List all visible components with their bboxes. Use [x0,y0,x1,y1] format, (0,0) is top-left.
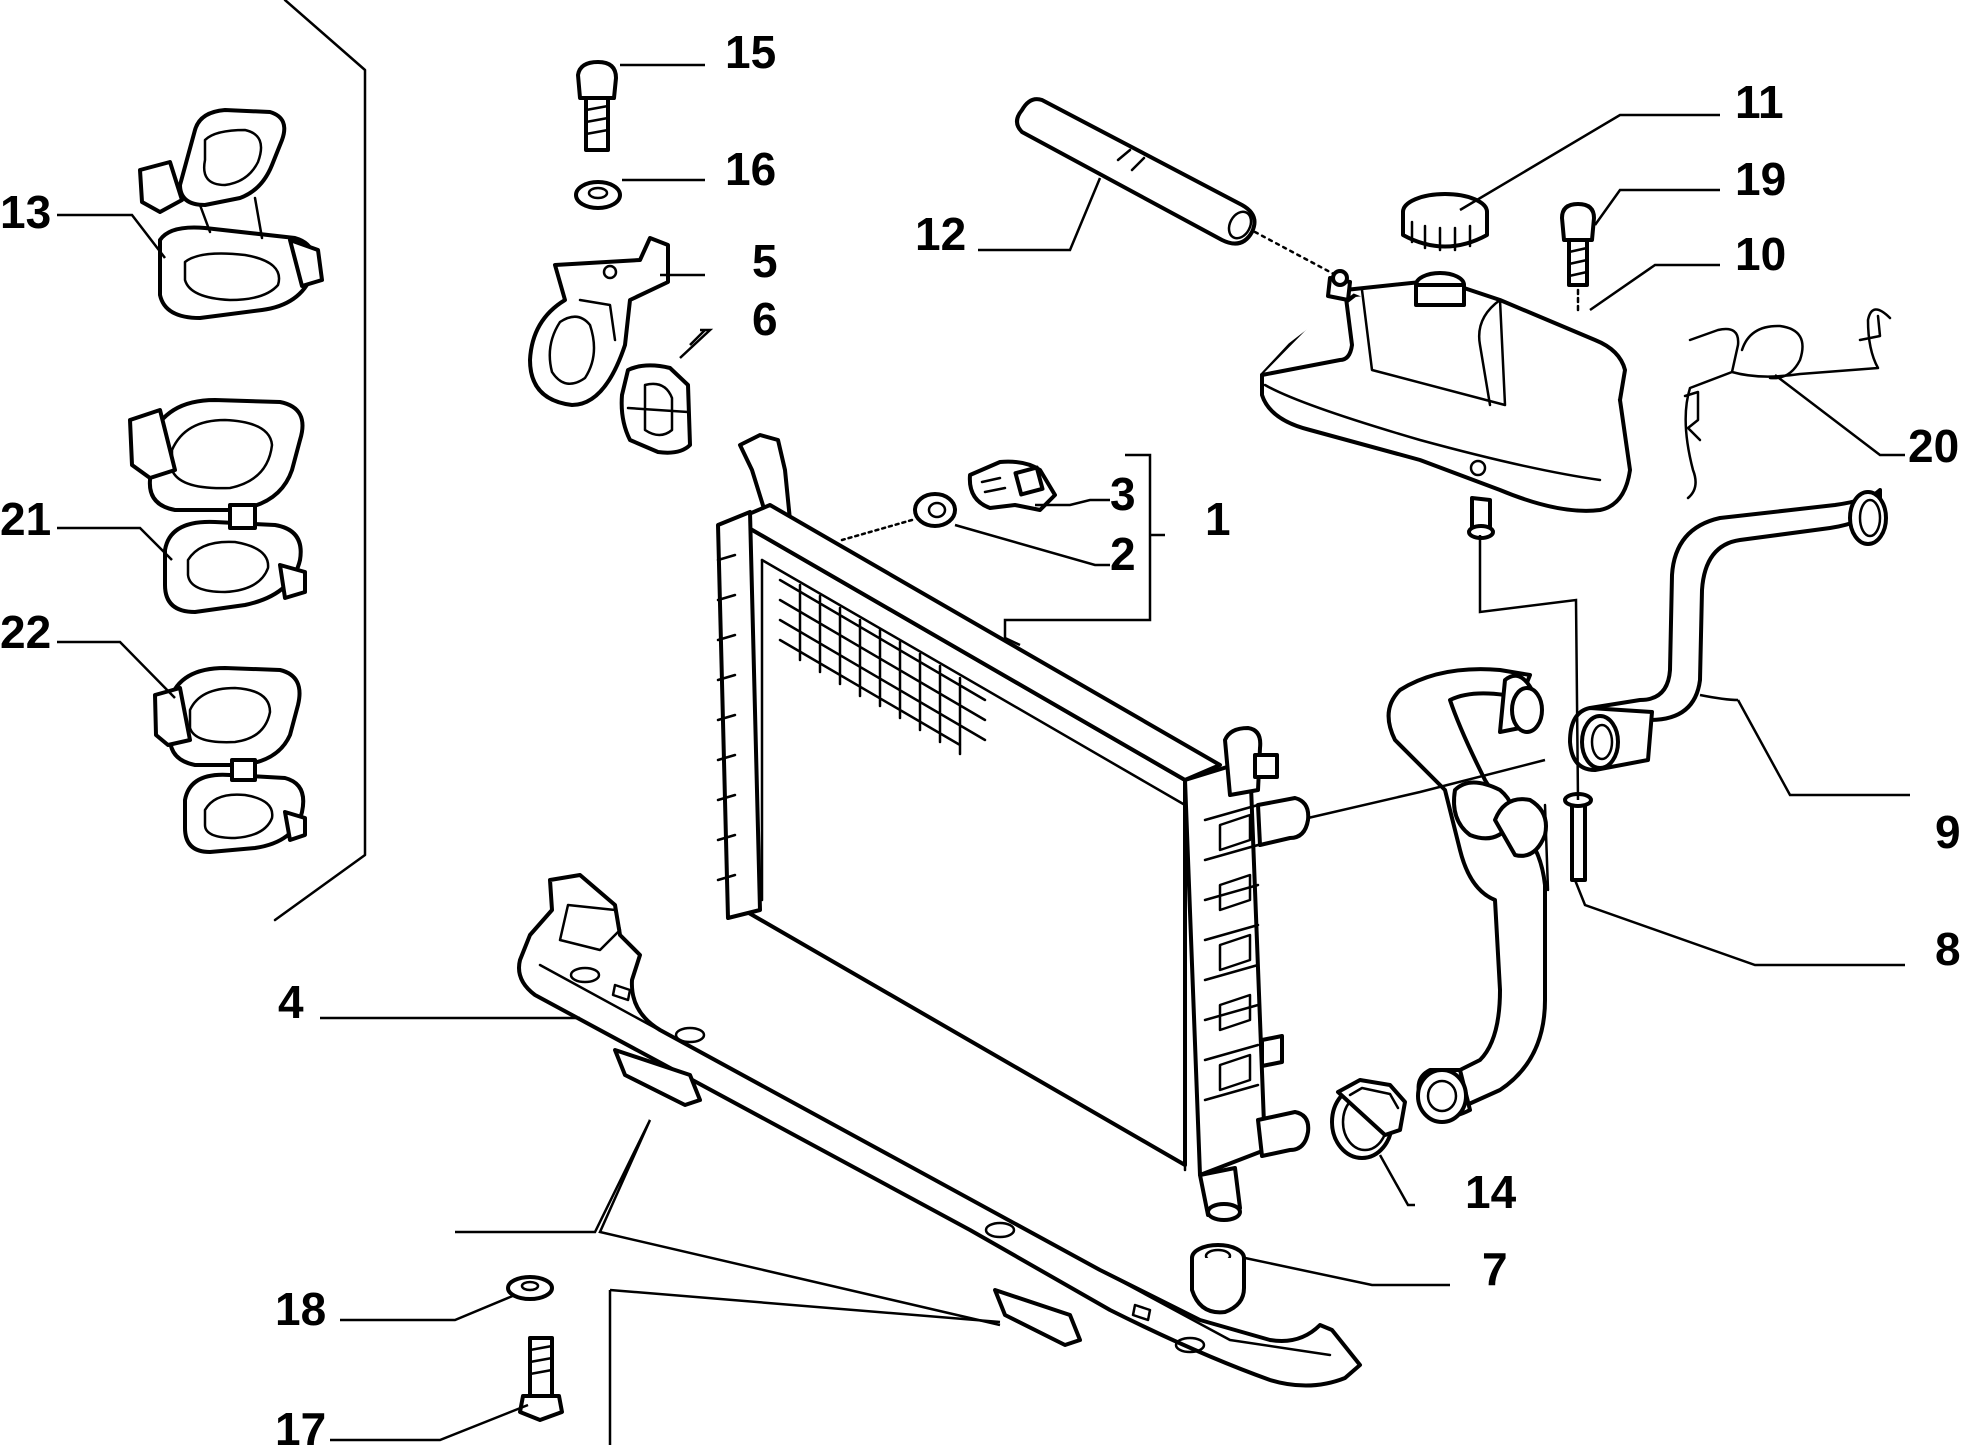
callout-13: 13 [0,186,51,238]
callout-19: 19 [1735,153,1786,205]
callout-21: 21 [0,493,51,545]
crossmember-4 [517,873,1362,1388]
radiator-hose-9 [1568,488,1888,772]
callout-9: 9 [1935,806,1961,858]
callout-20: 20 [1908,420,1959,472]
retaining-clip-20 [1683,308,1892,500]
hose-clip-13 [138,108,324,320]
callout-5: 5 [752,235,778,287]
bracket-5 [528,236,670,407]
seal-2 [913,492,957,528]
radiator-hose-8 [1386,667,1593,1124]
callout-7: 7 [1482,1243,1508,1295]
clip-group-divider [273,0,367,922]
grommet-6 [619,363,692,455]
callout-6: 6 [752,293,778,345]
callout-15: 15 [725,26,776,78]
callout-labels: 1 2 3 4 5 6 7 8 9 10 11 12 13 14 15 16 1… [0,26,1961,1445]
expansion-tank-10 [1260,269,1632,540]
overflow-hose-12 [1015,97,1347,282]
callout-10: 10 [1735,228,1786,280]
leader-lines [57,63,1910,1445]
callout-16: 16 [725,143,776,195]
bolt-15 [576,60,618,152]
hose-clip-22 [153,666,307,854]
hose-clip-21 [128,398,307,614]
callout-1: 1 [1205,493,1231,545]
callout-2: 2 [1110,528,1136,580]
bolt-17 [518,1336,564,1422]
washer-16 [574,180,622,210]
callout-22: 22 [0,606,51,658]
callout-14: 14 [1465,1166,1517,1218]
callout-11: 11 [1735,76,1784,128]
radiator-1 [716,433,1311,1222]
hose-clamp-14 [1330,1078,1407,1160]
callout-18: 18 [275,1283,326,1335]
callout-3: 3 [1110,468,1136,520]
callout-12: 12 [915,208,966,260]
bolt-19 [1560,202,1596,314]
washer-18 [506,1275,554,1301]
reservoir-cap-11 [1401,192,1489,252]
callout-4: 4 [278,976,304,1028]
callout-17: 17 [275,1403,326,1445]
callout-8: 8 [1935,923,1961,975]
bleed-screw-3 [967,459,1057,512]
grommet-7 [1190,1243,1246,1315]
